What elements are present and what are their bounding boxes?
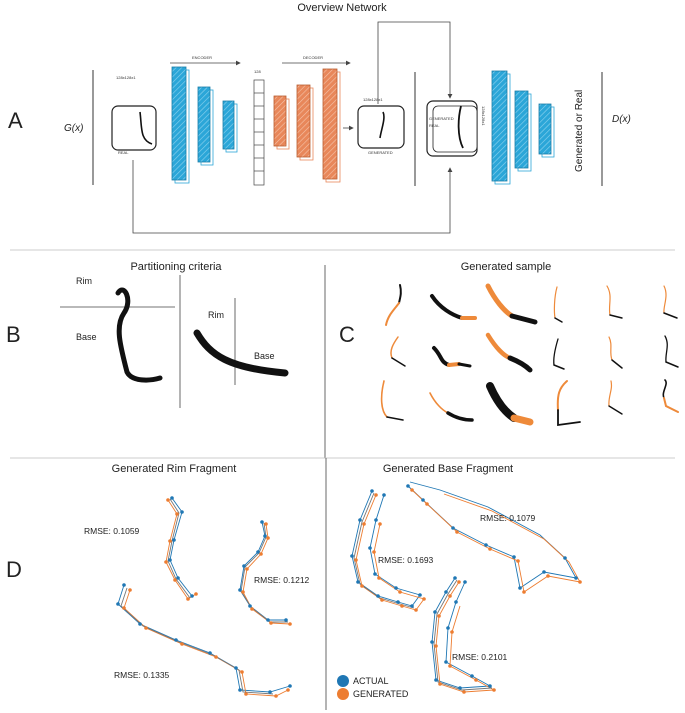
disc-block-1	[491, 70, 511, 185]
sample-4	[553, 286, 563, 323]
sample-11	[608, 336, 623, 369]
disc-block-3	[538, 103, 555, 158]
decoder-block-3	[322, 68, 341, 183]
panel-letter-b: B	[6, 322, 21, 347]
rim-label-left: Rim	[76, 276, 92, 286]
sample-1	[385, 284, 402, 326]
rmse-base-2: RMSE: 0.1693	[378, 555, 434, 565]
base-fragment-3	[430, 576, 496, 694]
sample-9	[485, 332, 533, 373]
sample-3	[485, 283, 538, 325]
encoder-block-1	[171, 66, 190, 184]
base-label-left: Base	[76, 332, 97, 342]
generated-to-disc-line	[377, 21, 453, 104]
sample-15	[486, 382, 534, 426]
encoder-block-3	[222, 100, 238, 153]
input-size-label: 128x128x1	[116, 75, 136, 80]
rim-fragment-2	[238, 520, 292, 626]
panel-letter-d: D	[6, 557, 22, 582]
rmse-base-1: RMSE: 0.1079	[480, 513, 536, 523]
sample-16	[556, 380, 581, 427]
sample-14	[429, 392, 474, 422]
sample-8	[432, 346, 472, 368]
rmse-base-3: RMSE: 0.2101	[452, 652, 508, 662]
d-label: D(x)	[612, 114, 631, 125]
disc-real-label: REAL	[429, 123, 440, 128]
panel-letter-a: A	[8, 108, 23, 133]
base-sherd-profile	[193, 329, 289, 377]
sample-17	[608, 380, 623, 415]
base-fragment-title: Generated Base Fragment	[383, 463, 513, 475]
sample-18	[662, 379, 679, 413]
decoder-label: DECODER	[303, 55, 323, 60]
base-label-right: Base	[254, 351, 275, 361]
latent-vector	[253, 79, 265, 186]
sample-13	[380, 380, 404, 421]
sample-2	[430, 294, 477, 320]
disc-generated-label: GENERATED	[429, 116, 454, 121]
generated-samples	[380, 283, 679, 427]
legend-generated-label: GENERATED	[353, 689, 409, 699]
base-fragment-2	[350, 489, 426, 612]
legend-actual-label: ACTUAL	[353, 676, 389, 686]
decoder-block-2	[296, 84, 314, 161]
disc-input-inner	[432, 105, 478, 153]
generated-label: GENERATED	[368, 150, 393, 155]
sample-7	[390, 336, 406, 367]
output-text: Generated or Real	[574, 90, 585, 172]
sample-5	[606, 285, 623, 319]
real-to-disc-line	[132, 160, 453, 234]
legend-actual-marker	[337, 675, 349, 687]
latent-size-label: 128	[254, 69, 261, 74]
input-profile	[139, 111, 153, 145]
rmse-rim-2: RMSE: 0.1212	[254, 575, 310, 585]
disc-size-label: 128x128x1	[481, 106, 486, 126]
disc-block-2	[514, 90, 532, 172]
encoder-block-2	[197, 86, 214, 166]
sample-10	[553, 338, 565, 370]
overview-title: Overview Network	[297, 2, 387, 14]
rmse-rim-3: RMSE: 0.1335	[114, 670, 170, 680]
legend-generated-marker	[337, 688, 349, 700]
rmse-rim-1: RMSE: 0.1059	[84, 526, 140, 536]
decoder-block-1	[273, 95, 290, 150]
rim-label-right: Rim	[208, 310, 224, 320]
sample-title: Generated sample	[461, 261, 552, 273]
real-label: REAL	[118, 150, 129, 155]
sample-6	[663, 285, 678, 319]
output-size-label: 128x128x1	[363, 97, 383, 102]
rim-fragment-1	[164, 496, 198, 601]
sample-12	[664, 335, 679, 368]
generated-profile	[379, 111, 385, 139]
base-fragment-1	[406, 481, 582, 594]
legend: ACTUAL GENERATED	[337, 675, 409, 700]
generated-image-box	[357, 105, 405, 149]
panel-letter-c: C	[339, 322, 355, 347]
rim-sherd-profile	[115, 287, 163, 383]
encoder-label: ENCODER	[192, 55, 212, 60]
rim-fragment-title: Generated Rim Fragment	[112, 463, 237, 475]
rim-fragment-3	[116, 583, 292, 698]
disc-input-profile	[457, 105, 464, 149]
partition-title: Partitioning criteria	[130, 261, 222, 273]
g-label: G(x)	[64, 123, 83, 134]
